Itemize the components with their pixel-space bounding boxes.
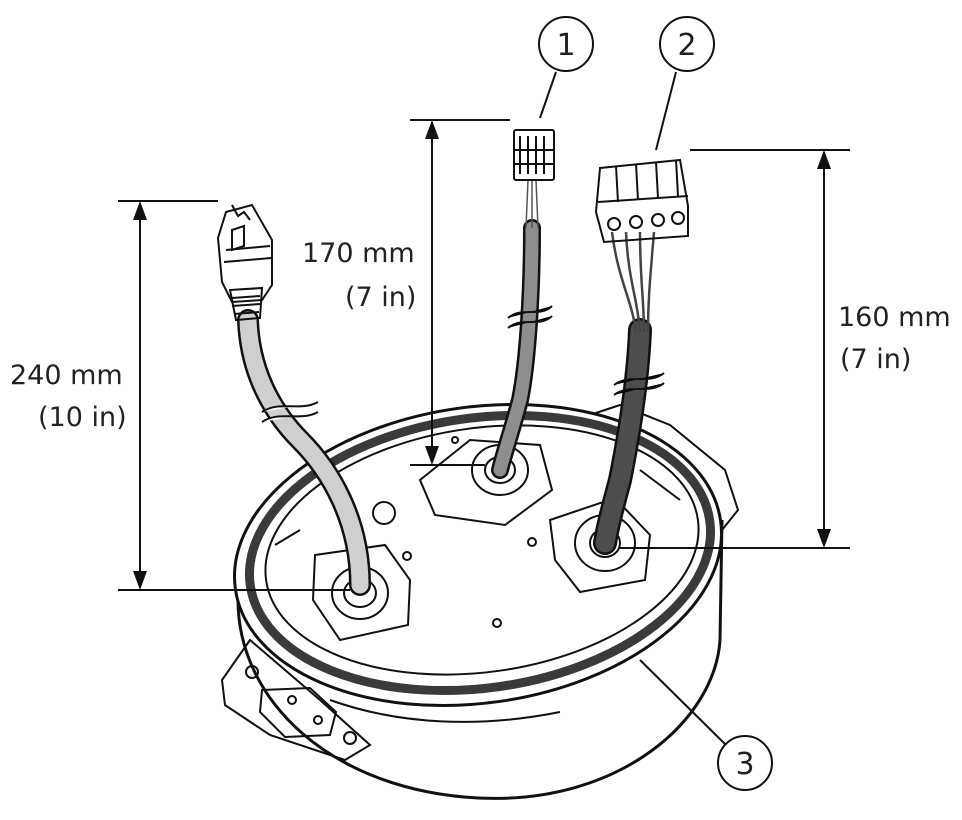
dim-170-imperial: (7 in)	[345, 282, 416, 313]
dim-160-arrow-top	[817, 150, 831, 169]
inner-shelf-line	[274, 469, 681, 546]
ethernet-cable	[239, 311, 369, 594]
connector-2	[594, 158, 689, 244]
connectors	[216, 129, 689, 322]
dim-170-arrow-top	[425, 120, 439, 139]
cable-2-break	[613, 372, 665, 396]
dim-160-imperial: (7 in)	[840, 344, 911, 375]
ethernet-cable-break	[261, 401, 319, 423]
gasket-ring	[244, 410, 716, 696]
connector-1	[513, 129, 555, 181]
cable-2-wires	[610, 231, 656, 333]
plate-hole-small-c	[492, 618, 502, 628]
callout-1-circle	[538, 16, 594, 72]
dim-240-arrow-top	[133, 201, 147, 220]
dim-170-arrow-bottom	[425, 446, 439, 465]
plate-hole-large	[372, 501, 396, 525]
inner-plate	[264, 424, 700, 676]
dim-160-arrow-bottom	[817, 529, 831, 548]
rj45-connector	[216, 203, 273, 322]
plate-hole-small-b	[527, 537, 537, 547]
dim-240-imperial: (10 in)	[38, 402, 127, 433]
cable-1-break	[507, 305, 553, 329]
callout-2-leader	[655, 71, 677, 151]
dimension-labels: 240 mm (10 in) 170 mm (7 in) 160 mm (7 i…	[10, 238, 951, 433]
dim-170-metric: 170 mm	[302, 238, 415, 269]
callout-2-label: 2	[677, 28, 696, 63]
gland-middle-body	[418, 438, 554, 527]
bottom-edge-line	[329, 699, 561, 723]
cable-2	[595, 320, 650, 553]
callouts: 1 2 3	[538, 16, 773, 791]
callout-3-leader	[639, 659, 727, 746]
callout-3-circle	[717, 735, 773, 791]
callout-2-circle	[659, 16, 715, 72]
screw-hole-left-bottom	[343, 731, 357, 745]
dim-240-arrow-bottom	[133, 571, 147, 590]
dimension-lines	[118, 119, 850, 591]
plate-hole-small-d	[451, 436, 459, 444]
tab-screw-b	[313, 715, 323, 725]
tab-connector-block	[258, 686, 338, 739]
callout-1-leader	[539, 71, 557, 119]
cables	[237, 179, 665, 596]
cable-1	[493, 221, 539, 477]
mounting-tab-left	[220, 638, 372, 762]
dim-160-metric: 160 mm	[838, 302, 951, 333]
plate-hole-small-a	[402, 551, 412, 561]
gland-left-body	[311, 543, 412, 642]
tab-screw-a	[287, 695, 297, 705]
cable-1-wires	[525, 179, 539, 229]
dim-240-metric: 240 mm	[10, 360, 123, 391]
callout-1-label: 1	[556, 28, 575, 63]
screw-hole-left	[245, 665, 259, 679]
callout-3-label: 3	[735, 747, 754, 782]
